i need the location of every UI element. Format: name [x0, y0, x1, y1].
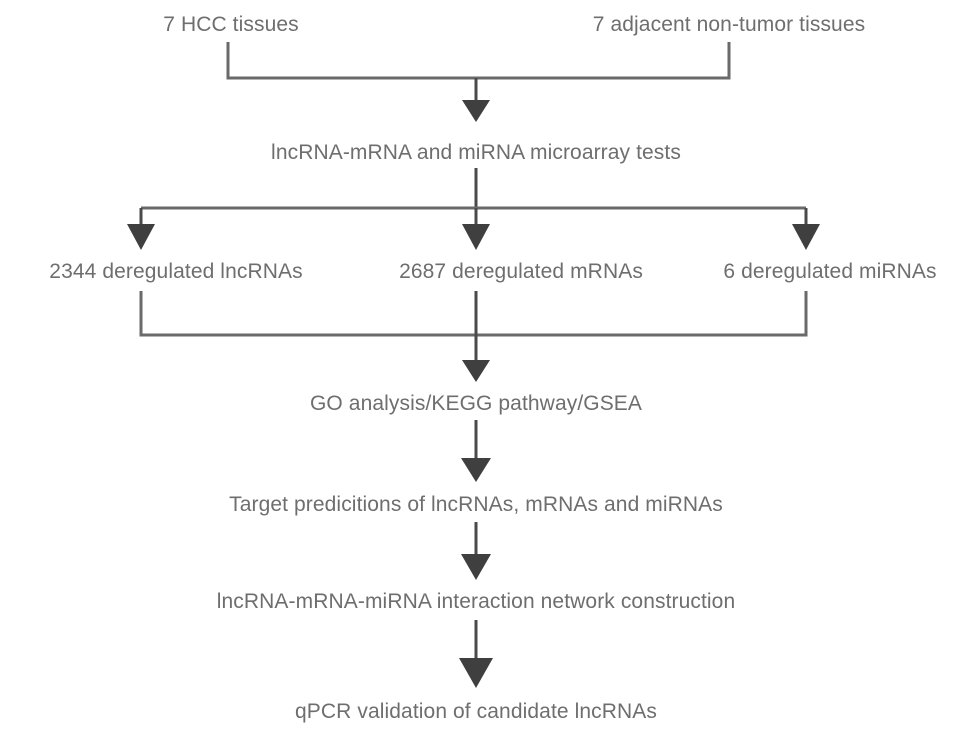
arrowhead-to-mirnas [792, 224, 820, 250]
merge-bracket-top [226, 42, 731, 80]
arrowhead-to-target-prediction [461, 458, 491, 482]
node-sample-hcc-tissues: 7 HCC tissues [163, 13, 299, 36]
node-deregulated-mirnas: 6 deregulated miRNAs [723, 260, 937, 283]
node-deregulated-mrnas: 2687 deregulated mRNAs [399, 260, 643, 283]
connector-microarray-to-results [127, 168, 820, 250]
arrowhead-to-qpcr [459, 658, 493, 688]
arrowhead-to-lncrnas [127, 224, 155, 250]
node-deregulated-lncrnas: 2344 deregulated lncRNAs [49, 260, 303, 283]
node-qpcr-validation: qPCR validation of candidate lncRNAs [295, 700, 657, 723]
node-go-kegg-gsea-analysis: GO analysis/KEGG pathway/GSEA [309, 392, 643, 415]
node-interaction-network-construction: lncRNA-mRNA-miRNA interaction network co… [216, 590, 736, 613]
connector-target-to-network [461, 522, 491, 580]
node-sample-nontumor-tissues: 7 adjacent non-tumor tissues [592, 13, 866, 36]
arrowhead-to-microarray [462, 100, 490, 122]
connector-enrichment-to-target [461, 420, 491, 482]
connector-network-to-qpcr [459, 620, 493, 688]
connector-samples-to-microarray [226, 42, 731, 122]
arrowhead-to-network [461, 554, 491, 580]
arrowhead-to-mrnas [462, 224, 490, 250]
node-microarray-tests: lncRNA-mRNA and miRNA microarray tests [271, 141, 681, 164]
arrowhead-to-enrichment [462, 360, 490, 382]
merge-bracket-results [139, 291, 808, 337]
node-target-predictions: Target predicitions of lncRNAs, mRNAs an… [229, 493, 723, 516]
connector-results-to-enrichment [139, 291, 808, 382]
